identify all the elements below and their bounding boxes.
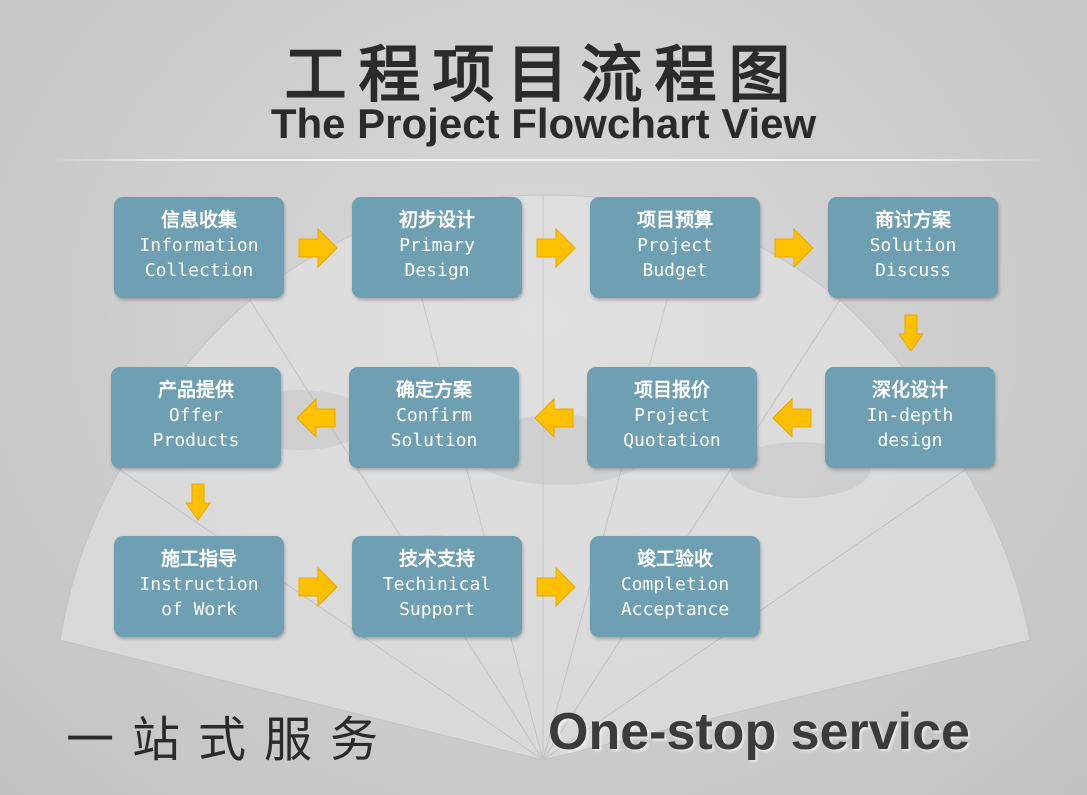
- step-cn: 产品提供: [157, 379, 234, 401]
- step-en-line1: Project: [637, 235, 713, 256]
- step-cn: 信息收集: [160, 209, 237, 231]
- step-en-line1: Completion: [620, 574, 730, 595]
- step-en-line1: Project: [634, 405, 710, 426]
- arrow-right-icon: [774, 227, 814, 269]
- arrow-left-icon: [296, 397, 336, 439]
- step-cn: 技术支持: [398, 548, 475, 570]
- footer-slogan-english: One-stop service: [548, 703, 970, 761]
- step-en-line1: Instruction: [139, 574, 259, 595]
- step-en-line2: Acceptance: [620, 599, 730, 620]
- step-en-line1: Solution: [869, 235, 957, 256]
- step-cn: 深化设计: [871, 379, 948, 401]
- step-en-line2: Discuss: [875, 260, 951, 281]
- step-en-line1: In-depth: [866, 405, 954, 426]
- footer-slogan-chinese: 一站式服务: [66, 712, 397, 768]
- step-en-line1: Information: [139, 235, 259, 256]
- step-solution-discuss: 商讨方案 Solution Discuss: [828, 197, 998, 298]
- arrow-left-icon: [772, 397, 812, 439]
- step-en-line2: Quotation: [623, 430, 721, 451]
- step-en-line2: Products: [152, 430, 240, 451]
- step-en-line1: Primary: [399, 235, 475, 256]
- step-cn: 初步设计: [398, 209, 475, 231]
- step-project-budget: 项目预算 Project Budget: [590, 197, 760, 298]
- arrow-right-icon: [298, 566, 338, 608]
- title-divider: [50, 159, 1050, 161]
- step-en-line2: design: [877, 430, 943, 451]
- step-cn: 项目预算: [636, 209, 713, 231]
- title-english: The Project Flowchart View: [270, 100, 817, 147]
- step-cn: 商讨方案: [874, 209, 951, 231]
- step-cn: 项目报价: [633, 379, 710, 401]
- arrow-right-icon: [298, 227, 338, 269]
- title-chinese: 工程项目流程图: [284, 38, 803, 111]
- step-cn: 确定方案: [395, 379, 472, 401]
- step-en-line2: Collection: [144, 260, 254, 281]
- arrow-down-icon: [898, 314, 924, 352]
- step-en-line2: Budget: [642, 260, 708, 281]
- arrow-down-icon: [185, 483, 211, 521]
- step-en-line1: Offer: [168, 405, 224, 426]
- step-primary-design: 初步设计 Primary Design: [352, 197, 522, 298]
- step-completion-acceptance: 竣工验收 Completion Acceptance: [590, 536, 760, 637]
- step-in-depth-design: 深化设计 In-depth design: [825, 367, 995, 468]
- arrow-left-icon: [534, 397, 574, 439]
- step-en-line2: of Work: [161, 599, 237, 620]
- step-en-line2: Solution: [390, 430, 478, 451]
- step-instruction-of-work: 施工指导 Instruction of Work: [114, 536, 284, 637]
- step-en-line2: Design: [404, 260, 470, 281]
- step-en-line1: Techinical: [382, 574, 492, 595]
- arrow-right-icon: [536, 566, 576, 608]
- step-en-line2: Support: [399, 599, 475, 620]
- step-information-collection: 信息收集 Information Collection: [114, 197, 284, 298]
- step-confirm-solution: 确定方案 Confirm Solution: [349, 367, 519, 468]
- step-en-line1: Confirm: [396, 405, 472, 426]
- step-cn: 竣工验收: [636, 548, 713, 570]
- step-technical-support: 技术支持 Techinical Support: [352, 536, 522, 637]
- step-offer-products: 产品提供 Offer Products: [111, 367, 281, 468]
- arrow-right-icon: [536, 227, 576, 269]
- step-project-quotation: 项目报价 Project Quotation: [587, 367, 757, 468]
- step-cn: 施工指导: [160, 548, 237, 570]
